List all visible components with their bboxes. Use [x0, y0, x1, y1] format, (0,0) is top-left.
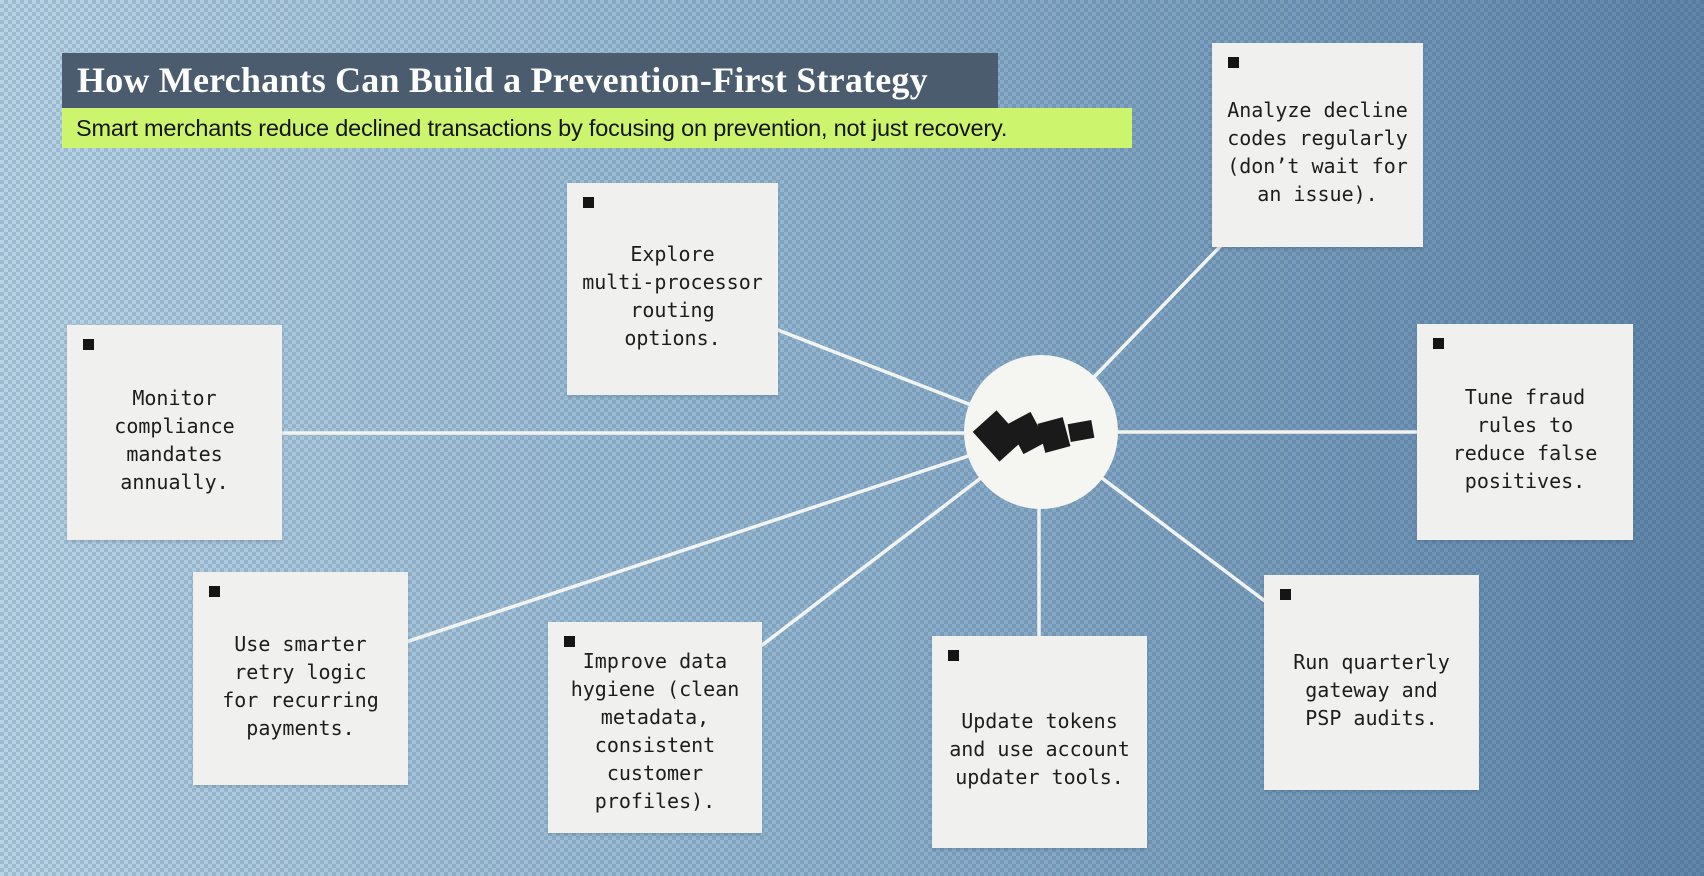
- square-bullet-icon: [1280, 589, 1291, 600]
- card-text: Analyze decline codes regularly (don’t w…: [1227, 98, 1408, 206]
- card-smarter-retry-logic: Use smarter retry logic for recurring pa…: [193, 572, 408, 785]
- card-data-hygiene: Improve data hygiene (clean metadata, co…: [548, 622, 762, 833]
- page-title: How Merchants Can Build a Prevention-Fir…: [62, 53, 998, 108]
- card-analyze-decline-codes: Analyze decline codes regularly (don’t w…: [1212, 43, 1423, 247]
- card-text: Improve data hygiene (clean metadata, co…: [570, 648, 740, 813]
- square-bullet-icon: [948, 650, 959, 661]
- card-text: Explore multi-processor routing options.: [582, 242, 763, 350]
- square-bullet-icon: [1228, 57, 1239, 68]
- card-quarterly-audits: Run quarterly gateway and PSP audits.: [1264, 575, 1479, 790]
- card-text: Run quarterly gateway and PSP audits.: [1293, 649, 1450, 730]
- square-bullet-icon: [1433, 338, 1444, 349]
- card-text: Update tokens and use account updater to…: [949, 709, 1130, 789]
- square-bullet-icon: [209, 586, 220, 597]
- page-subtitle: Smart merchants reduce declined transact…: [62, 108, 1132, 148]
- card-text: Tune fraud rules to reduce false positiv…: [1452, 385, 1598, 493]
- card-text: Use smarter retry logic for recurring pa…: [222, 631, 379, 740]
- square-bullet-icon: [583, 197, 594, 208]
- falling-cards-icon: [972, 410, 1095, 462]
- card-text: Monitor compliance mandates annually.: [114, 385, 235, 494]
- square-bullet-icon: [83, 339, 94, 350]
- card-explore-routing: Explore multi-processor routing options.: [567, 183, 778, 395]
- card-monitor-compliance: Monitor compliance mandates annually.: [67, 325, 282, 540]
- square-bullet-icon: [564, 636, 575, 647]
- card-tune-fraud-rules: Tune fraud rules to reduce false positiv…: [1417, 324, 1633, 540]
- central-hub: [964, 355, 1118, 509]
- connector-retry: [299, 430, 1042, 679]
- card-update-tokens: Update tokens and use account updater to…: [932, 636, 1147, 848]
